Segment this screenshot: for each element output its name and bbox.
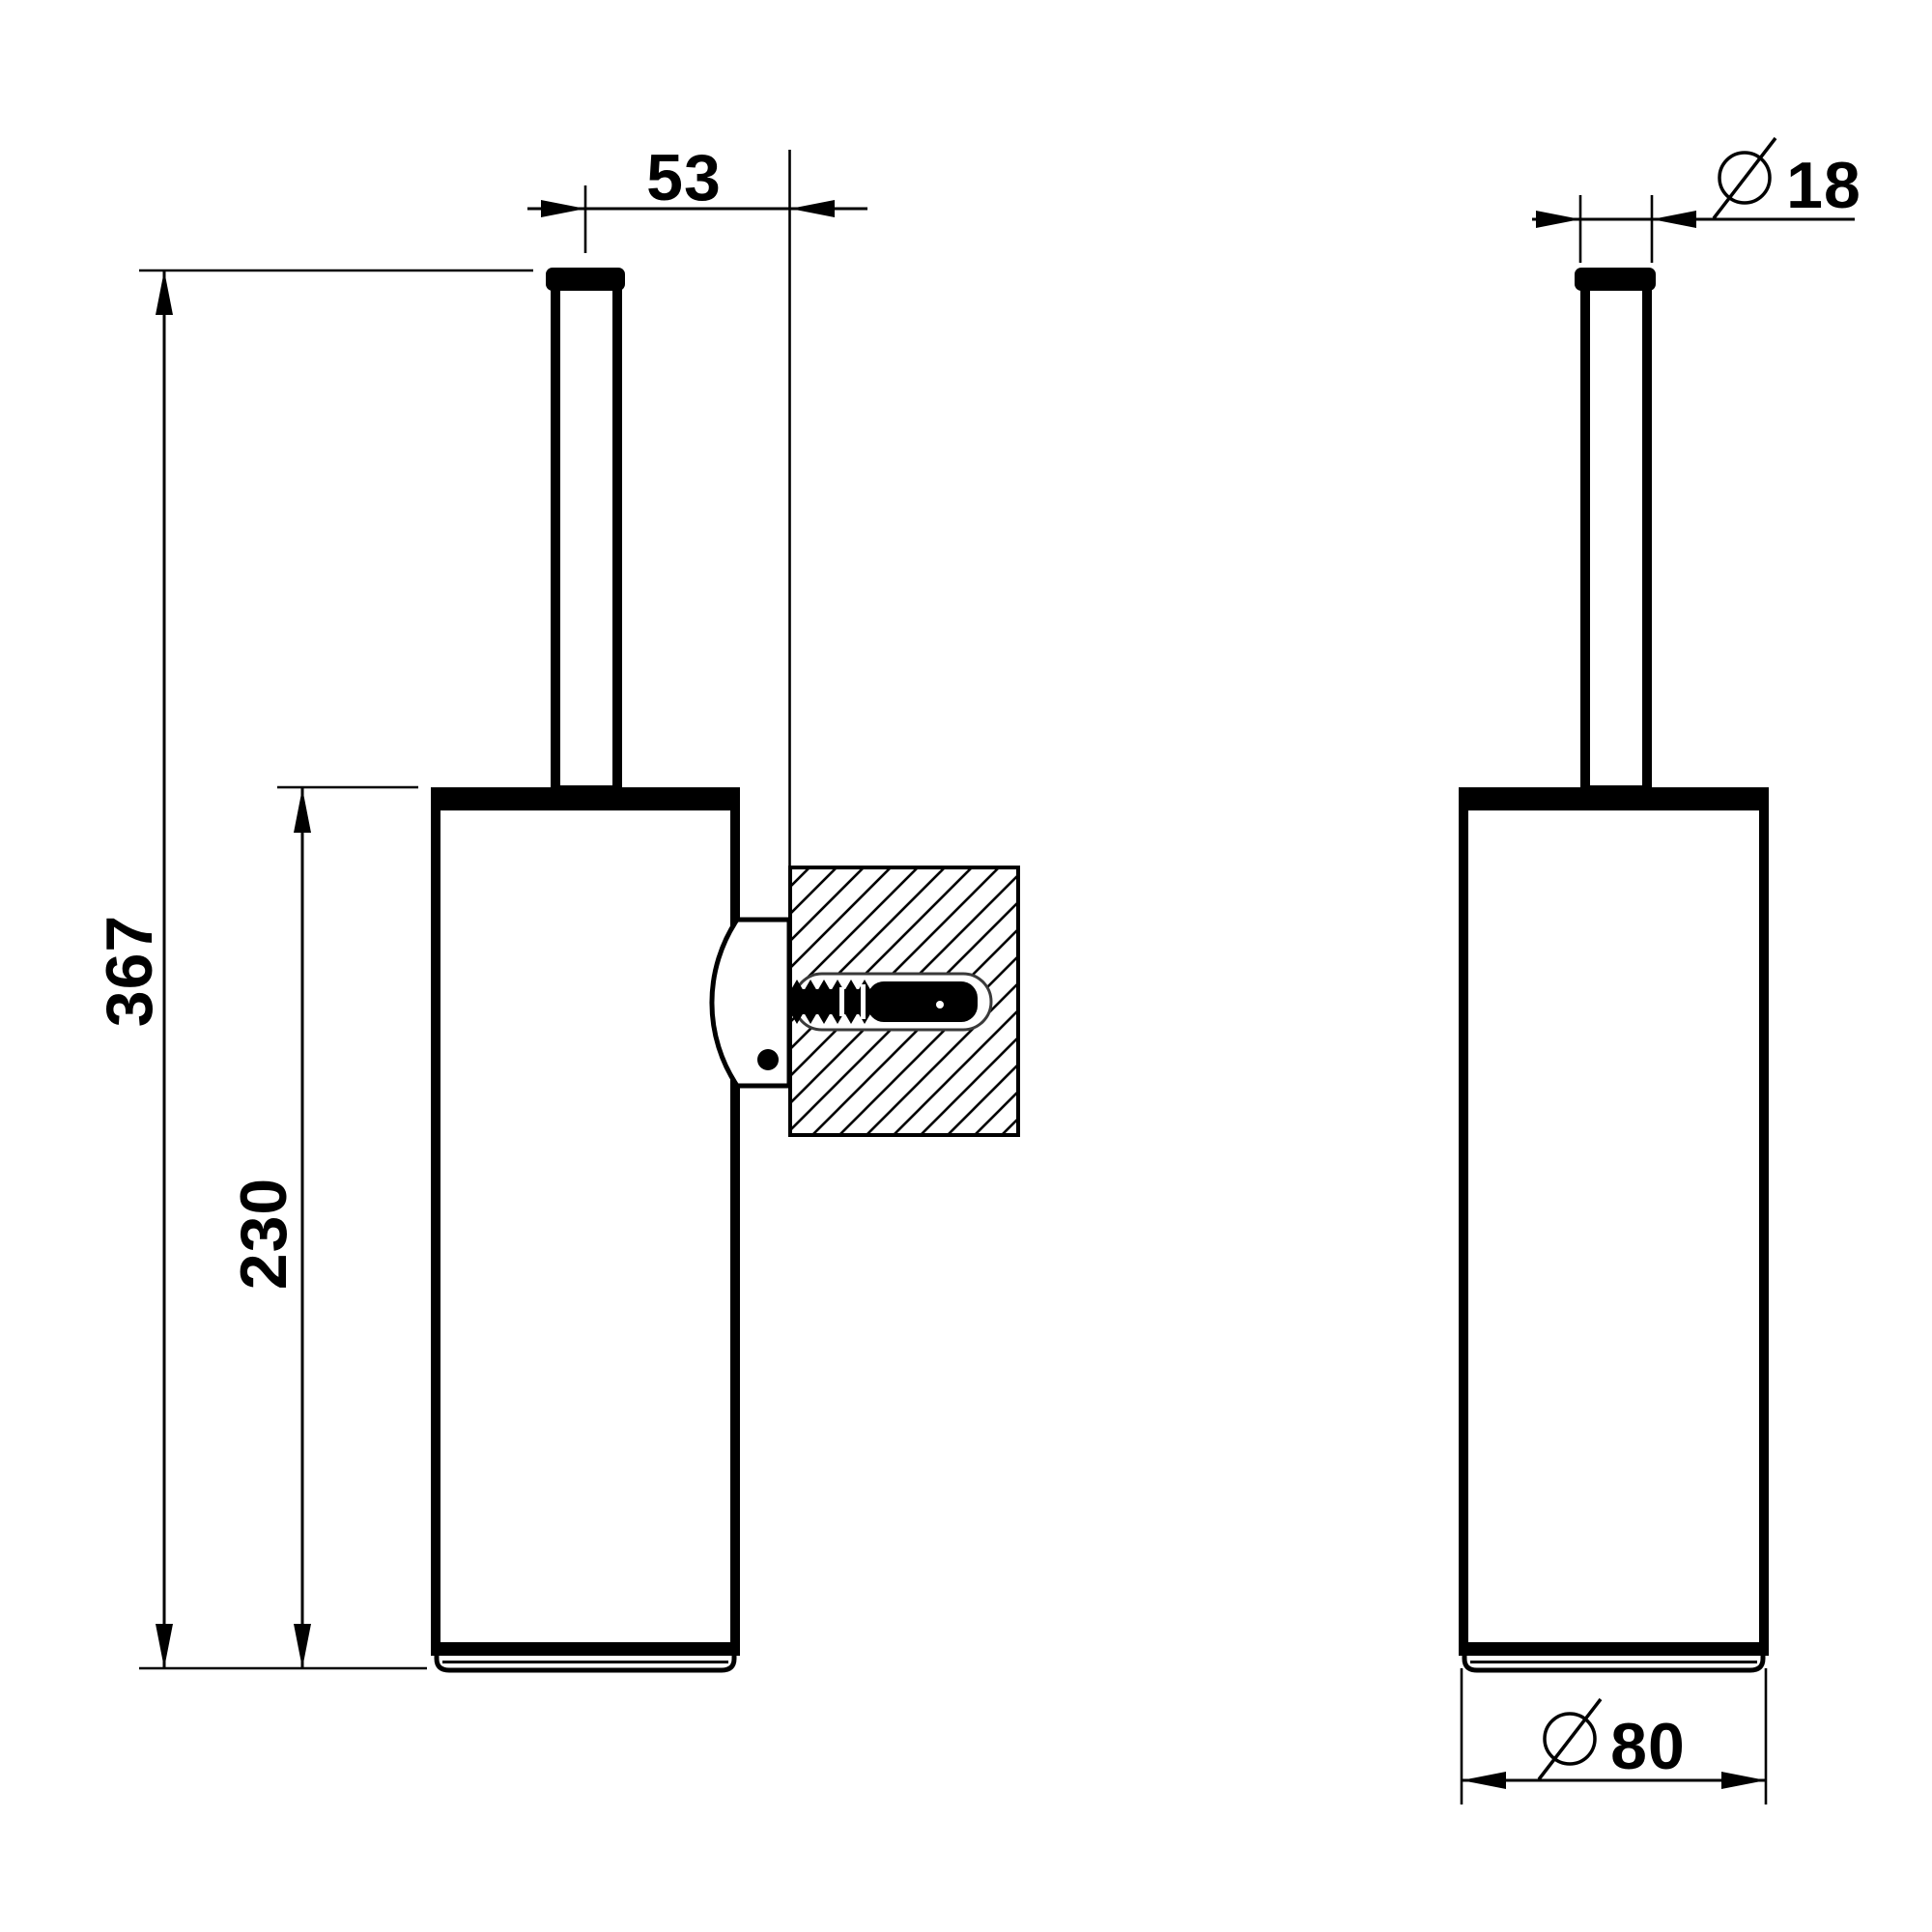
holder-body-fill <box>1459 787 1769 1671</box>
brush-handle-front <box>1575 268 1656 795</box>
holder-right-wall <box>1759 787 1769 1656</box>
holder-body-fill <box>431 787 740 1671</box>
arrowhead-down-icon <box>294 1624 311 1668</box>
holder-left-wall <box>431 787 440 1656</box>
screw-slit-1 <box>839 987 844 1016</box>
dimension-230: 230 <box>227 785 418 1668</box>
mounting-screw <box>790 972 993 1032</box>
holder-body-front <box>1459 787 1769 1673</box>
holder-bottom-band <box>1459 1642 1769 1656</box>
handle-top-cap <box>1575 268 1656 291</box>
holder-body-side <box>431 787 740 1673</box>
wall-bracket <box>709 917 792 1089</box>
anchor-body <box>867 981 978 1022</box>
arrowhead-left-icon <box>1462 1772 1506 1789</box>
holder-bottom-band <box>431 1642 740 1656</box>
dimension-367: 367 <box>93 269 533 1670</box>
dimension-dia-18: 18 <box>1532 136 1861 263</box>
arrowhead-left-icon <box>1652 211 1696 228</box>
screw-slit-2 <box>861 984 866 1019</box>
dimension-value-53: 53 <box>646 141 722 214</box>
arrowhead-up-icon <box>156 270 173 315</box>
handle-outline <box>1580 273 1652 795</box>
brush-handle-side <box>546 268 625 795</box>
arrowhead-down-icon <box>156 1624 173 1668</box>
arrowhead-right-icon <box>541 200 585 217</box>
diameter-symbol <box>1712 136 1777 220</box>
anchor-highlight-dot <box>936 1001 944 1009</box>
holder-top-band <box>431 787 740 810</box>
dimension-dia-80: 80 <box>1460 1668 1768 1804</box>
bracket-set-screw-dot <box>757 1049 779 1070</box>
bracket-outline <box>709 917 792 1089</box>
holder-base-line <box>442 1661 728 1663</box>
arrowhead-right-icon <box>1721 1772 1766 1789</box>
diameter-symbol <box>1537 1697 1603 1781</box>
handle-outline <box>551 273 622 795</box>
dimension-value-80: 80 <box>1610 1710 1686 1783</box>
dimension-53: 53 <box>527 141 867 867</box>
dimension-value-230: 230 <box>227 1178 300 1290</box>
dimension-value-18: 18 <box>1786 149 1861 222</box>
dimension-value-367: 367 <box>93 915 166 1027</box>
holder-top-band <box>1459 787 1769 810</box>
arrowhead-right-icon <box>1536 211 1580 228</box>
front-view: 18 80 <box>1459 136 1861 1804</box>
arrowhead-up-icon <box>294 788 311 833</box>
screw-thread-bottom <box>790 1012 871 1024</box>
side-view: 53 367 230 <box>93 141 1020 1673</box>
holder-base-ring <box>434 1654 737 1673</box>
screw-thread-top <box>790 980 871 991</box>
arrowhead-left-icon <box>790 200 835 217</box>
handle-top-cap <box>546 268 625 291</box>
holder-base-line <box>1470 1661 1757 1663</box>
holder-right-wall <box>730 787 740 1656</box>
holder-left-wall <box>1459 787 1468 1656</box>
holder-base-ring <box>1462 1654 1766 1673</box>
